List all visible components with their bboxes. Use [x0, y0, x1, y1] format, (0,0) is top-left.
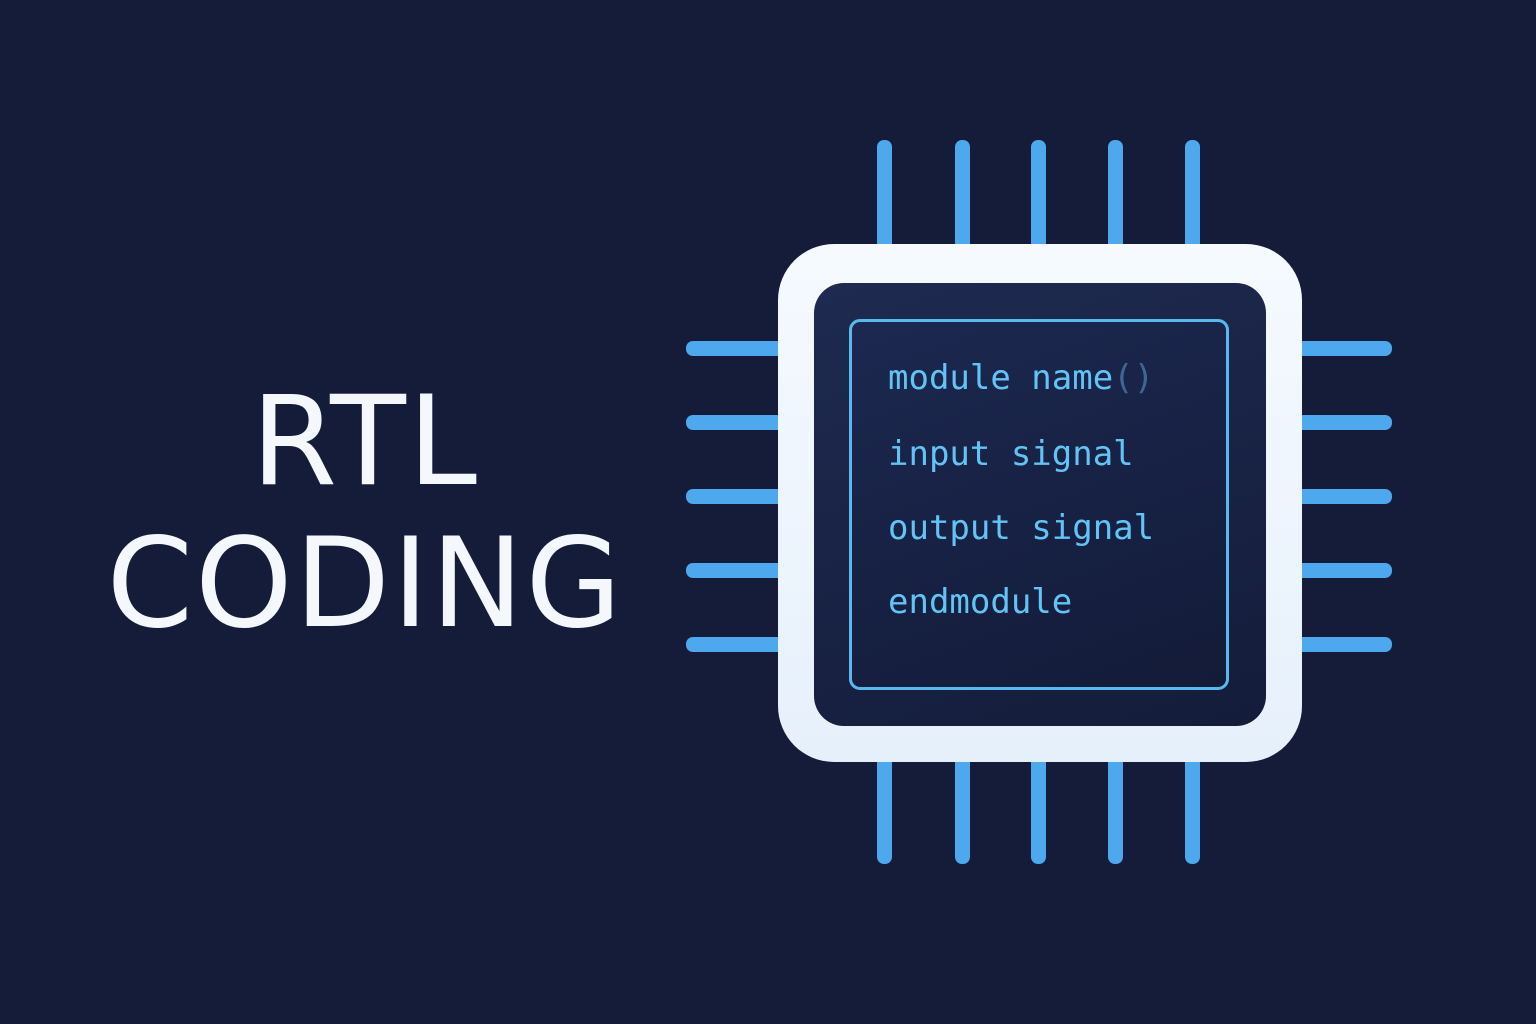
code-line: output signal [888, 508, 1155, 548]
pin-bottom [955, 752, 970, 864]
pin-right [1280, 415, 1392, 430]
pin-bottom [1108, 752, 1123, 864]
code-parens: () [1113, 358, 1155, 398]
pin-left [686, 341, 798, 356]
pin-left [686, 637, 798, 652]
pin-top [1185, 140, 1200, 252]
pin-left [686, 489, 798, 504]
pin-right [1280, 341, 1392, 356]
pin-top [1108, 140, 1123, 252]
title-rtl: RTL [251, 370, 479, 514]
pin-right [1280, 563, 1392, 578]
chip-icon: module name() input signal output signal… [778, 244, 1302, 762]
pin-right [1280, 489, 1392, 504]
pin-bottom [1031, 752, 1046, 864]
code-line: endmodule [888, 582, 1073, 622]
pin-top [877, 140, 892, 252]
code-line: module name() [888, 358, 1154, 398]
pin-left [686, 415, 798, 430]
pin-bottom [1185, 752, 1200, 864]
pin-right [1280, 637, 1392, 652]
pin-bottom [877, 752, 892, 864]
code-module-name: module name [888, 358, 1114, 398]
pin-left [686, 563, 798, 578]
pin-top [955, 140, 970, 252]
chip-core: module name() input signal output signal… [814, 283, 1266, 726]
pin-top [1031, 140, 1046, 252]
code-window: module name() input signal output signal… [849, 319, 1229, 690]
title-coding: CODING [106, 512, 624, 656]
code-line: input signal [888, 434, 1134, 474]
